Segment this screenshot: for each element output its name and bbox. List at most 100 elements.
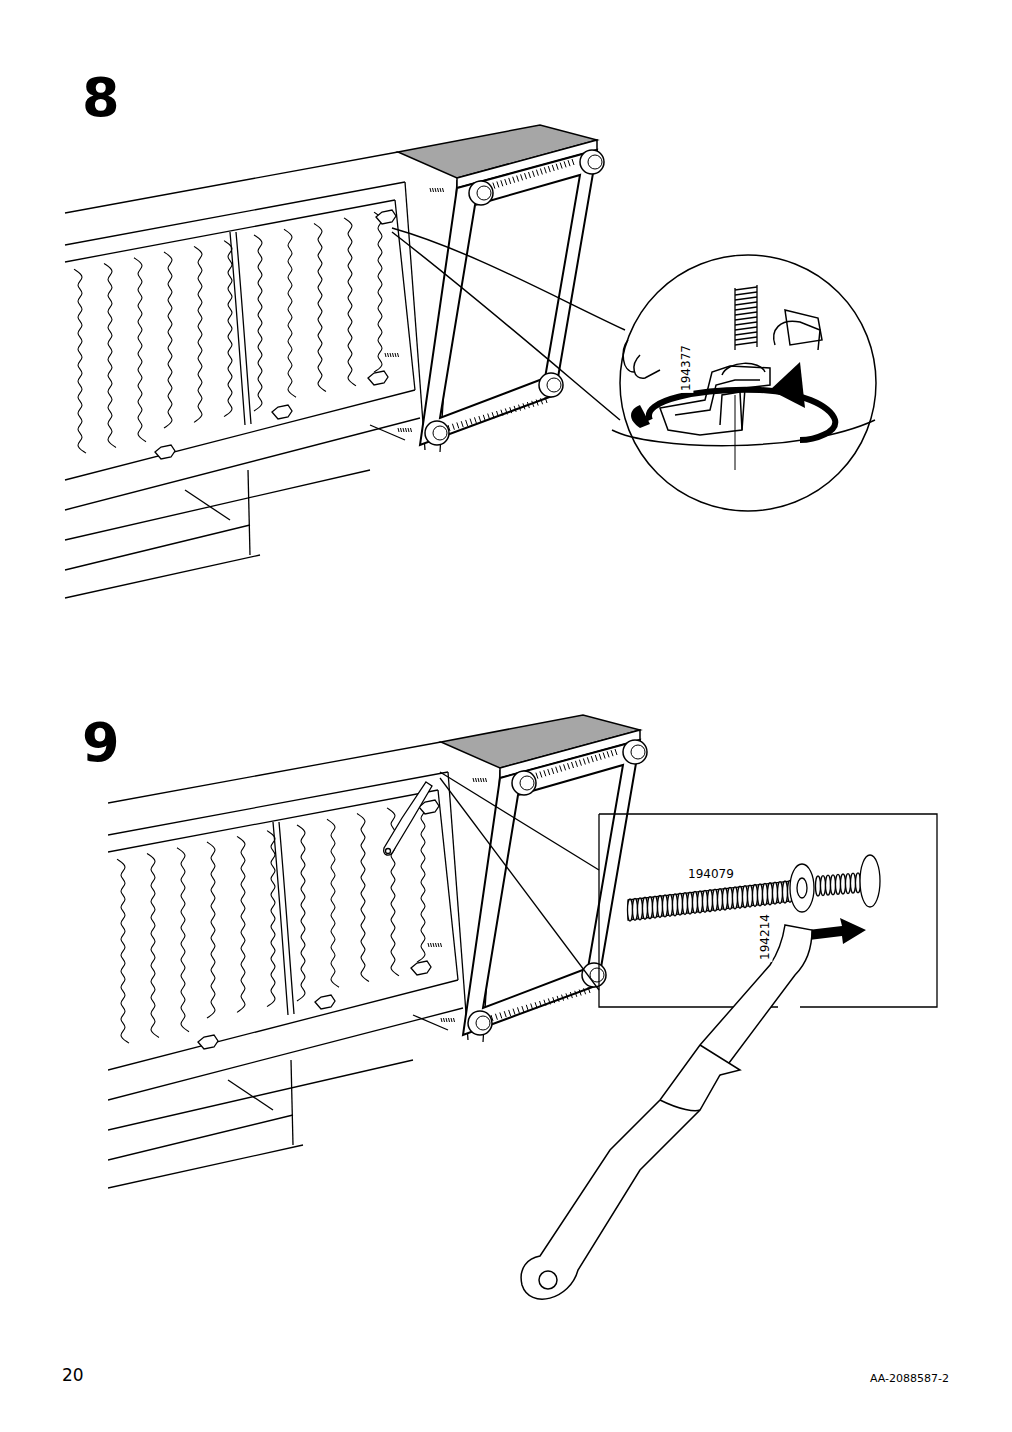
rail-hatch <box>570 992 572 998</box>
frame-line <box>108 1145 303 1188</box>
bolt-thread <box>481 778 482 782</box>
bolt-thread <box>846 874 851 894</box>
frame-line <box>370 425 405 440</box>
rail-hatch <box>510 407 512 413</box>
bolt-thread <box>385 353 386 357</box>
leg-knob <box>425 421 449 445</box>
seat-spring <box>104 263 116 447</box>
rail-hatch <box>566 993 568 999</box>
page-number: 20 <box>62 1366 84 1385</box>
push-arrow <box>808 918 866 944</box>
bolt-thread <box>406 428 407 432</box>
bolt-thread <box>638 898 643 920</box>
bolt-thread <box>440 188 441 192</box>
bolt-thread <box>673 894 678 916</box>
rail-hatch <box>548 769 550 775</box>
bolt-thread <box>738 886 743 908</box>
leg-knob <box>433 426 447 440</box>
spring-clip <box>368 371 388 385</box>
bolt-thread <box>431 943 432 947</box>
leg-knob <box>539 373 563 397</box>
bolt-thread <box>718 889 723 911</box>
bolt-thread <box>826 875 831 895</box>
armrest-frame <box>463 740 640 1035</box>
rail-hatch <box>564 764 566 770</box>
bolt-thread <box>733 887 738 909</box>
part-number: 194377 <box>680 343 693 393</box>
bolt-thread <box>735 327 757 330</box>
seat-spring <box>417 802 425 962</box>
bolt-thread <box>763 883 768 905</box>
rail-hatch <box>536 170 538 176</box>
bolt-thread <box>713 889 718 911</box>
seat-spring <box>237 836 245 1012</box>
bolt-thread <box>773 882 778 904</box>
rail-hatch <box>526 1005 528 1011</box>
bolt-thread <box>483 778 484 782</box>
seat-spring <box>194 246 202 422</box>
rail-hatch <box>572 159 574 165</box>
bolt-head <box>860 855 880 907</box>
rail-hatch <box>525 173 527 179</box>
bolt-thread <box>783 881 788 903</box>
spring-clip <box>272 405 292 419</box>
rail-hatch <box>501 180 503 186</box>
bolt-thread <box>476 778 477 782</box>
seat-spring <box>267 831 275 1007</box>
rail-hatch <box>531 1004 533 1010</box>
wrench <box>384 782 432 855</box>
bolt-thread <box>441 943 442 947</box>
bolt-thread <box>398 353 399 357</box>
bolt-thread <box>403 428 404 432</box>
bolt-thread <box>831 875 836 895</box>
frame-line <box>65 470 370 540</box>
seat-spring <box>164 252 172 428</box>
rail-hatch <box>492 412 494 418</box>
seat-spring <box>74 269 86 453</box>
rail-hatch <box>579 990 581 996</box>
rail-hatch <box>474 417 476 423</box>
rail-hatch <box>479 416 481 422</box>
rail-hatch <box>564 161 566 167</box>
rail-hatch <box>584 988 586 994</box>
step-number: 9 <box>82 713 120 772</box>
leg-knob <box>468 1011 492 1035</box>
rail-hatch <box>483 415 485 421</box>
bolt-thread <box>668 894 673 916</box>
bolt-thread <box>653 896 658 918</box>
rail-hatch <box>544 770 546 776</box>
rail-hatch <box>607 751 609 757</box>
bolt-thread <box>658 896 663 918</box>
rail-hatch <box>509 1010 511 1016</box>
bolt-thread <box>816 876 821 896</box>
rail-hatch <box>560 766 562 772</box>
rail-hatch <box>587 757 589 763</box>
seat-spring <box>207 842 215 1018</box>
leg-knob <box>469 181 493 205</box>
leg-knob <box>512 771 536 795</box>
bolt-thread <box>398 428 399 432</box>
armrest-frame <box>420 150 597 445</box>
bolt-thread <box>735 297 757 300</box>
frame-line <box>65 390 415 480</box>
rail-hatch <box>536 400 538 406</box>
seat-spring <box>254 235 262 411</box>
rail-hatch <box>611 750 613 756</box>
leg-knob <box>588 155 602 169</box>
leg-knob <box>476 1016 490 1030</box>
rail-hatch <box>568 763 570 769</box>
bolt-thread <box>735 292 757 295</box>
rail-hatch <box>529 172 531 178</box>
leg-knob <box>631 745 645 759</box>
rail-hatch <box>552 165 554 171</box>
detail-zoom <box>392 228 876 511</box>
bolt-thread <box>449 1018 450 1022</box>
bolt-thread <box>723 888 728 910</box>
rail-hatch <box>572 762 574 768</box>
leg-knob <box>623 740 647 764</box>
bolt-thread <box>698 891 703 913</box>
rail-hatch <box>523 403 525 409</box>
frame-line <box>65 152 398 213</box>
bolt-shaft <box>628 880 800 920</box>
